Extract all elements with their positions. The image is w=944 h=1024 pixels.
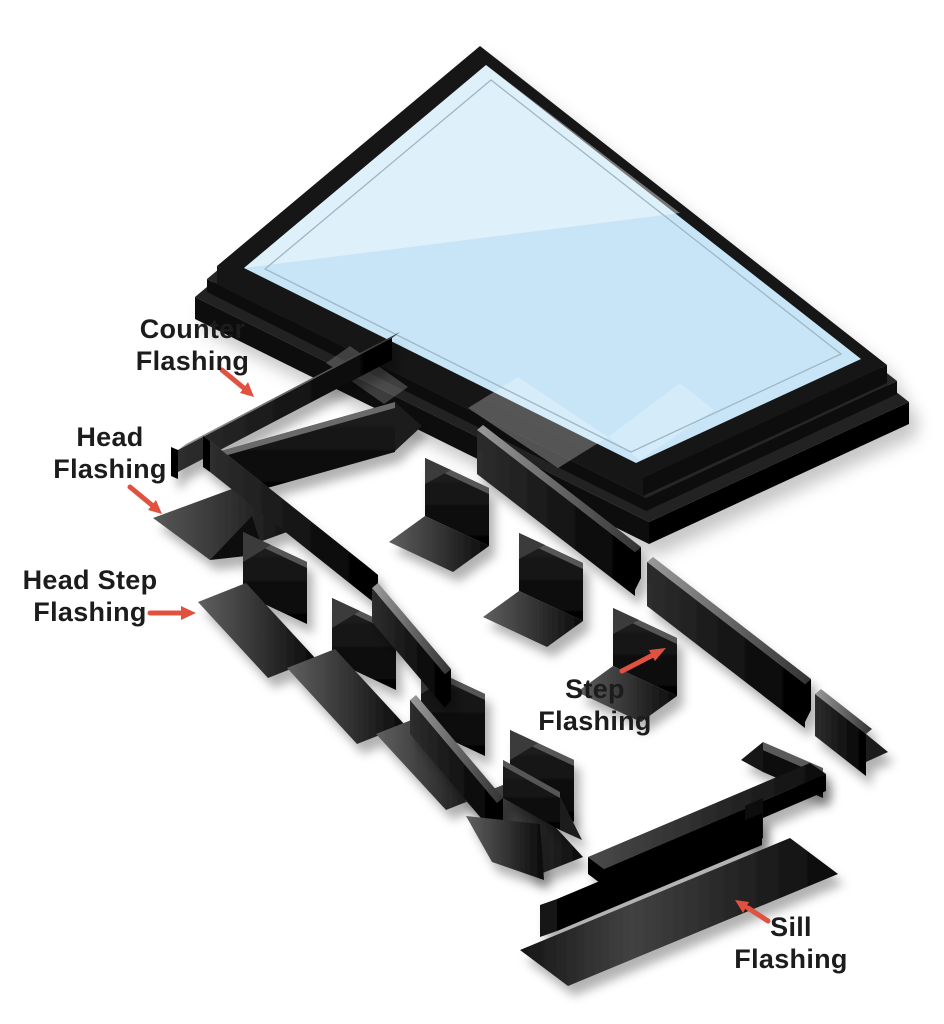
elbow-panel [466, 816, 544, 880]
step-bar-corner-fold [866, 734, 888, 762]
step-wall-fold [243, 532, 271, 562]
step-bar-end-cap [805, 679, 811, 722]
step-flashing-arrow [619, 652, 656, 674]
step-bar-top-face [647, 557, 811, 684]
label-line: Counter [139, 314, 246, 344]
step-bar-top-face [815, 689, 872, 734]
sill-flashing-arrowhead [735, 900, 749, 913]
step-bar-front-face [477, 430, 635, 596]
counter-flashing-arrowhead [240, 382, 254, 397]
head-flashing-tab-front-face [210, 441, 372, 601]
angle-bar-top-face [372, 583, 451, 674]
label-line: Flashing [538, 706, 652, 737]
step-panel [483, 591, 583, 647]
sill-flange [520, 838, 838, 986]
angle-bar-end-cap [445, 669, 451, 708]
step-flashing-arrowhead [649, 648, 666, 661]
label-arrows [127, 367, 771, 924]
sill-flashing-part [520, 813, 838, 986]
step-bar-fold [647, 562, 665, 584]
step-wall [519, 533, 583, 621]
step-wall-fold [332, 598, 360, 628]
counter-flashing-top-face [178, 332, 400, 450]
step-panel [389, 516, 489, 572]
step-wall [613, 608, 677, 696]
glass-reflection-upper [244, 65, 680, 268]
sill-end-cap [540, 899, 557, 937]
label-line: Flashing [53, 454, 167, 485]
label-line: Sill [770, 912, 812, 942]
counter-flashing-part [171, 332, 400, 479]
head-flashing-corner-fold [395, 402, 422, 451]
label-line: Head [76, 422, 144, 452]
sill-upstand-wall [557, 813, 762, 931]
step-bar-front-face [647, 562, 805, 728]
step-wall [425, 458, 489, 546]
inner-left-angle-bars [372, 583, 503, 837]
elbow-wall-top-edge [503, 760, 560, 798]
step-wall-fold [510, 730, 538, 760]
head-flashing-upstand-wall [207, 402, 395, 492]
elbow-fold [560, 796, 582, 840]
counter-flashing-end-cap [171, 447, 178, 479]
step-wall-fold [425, 458, 451, 484]
left-bottom-elbow-piece [466, 760, 582, 880]
head-flashing-wall-top-edge [207, 402, 398, 460]
head-step-flashing-panel [198, 583, 316, 678]
head-flashing-part [153, 402, 422, 601]
label-line: Flashing [734, 944, 848, 975]
label-line: Flashing [33, 597, 147, 628]
label-head-flashing: Head Flashing [25, 421, 195, 486]
skylight-frame-right-side [643, 365, 887, 496]
bottom-bar-end-cap [588, 857, 604, 886]
step-panel [577, 666, 677, 722]
step-bar-front-face [815, 694, 866, 776]
angle-bar-top-face [410, 695, 503, 803]
step-wall-fold [613, 608, 639, 634]
step-wall-fold [519, 533, 545, 559]
elbow-wall [503, 760, 560, 830]
step-bar-fold [477, 430, 495, 452]
step-panel [287, 649, 405, 744]
label-counter-flashing: Counter Flashing [105, 313, 280, 378]
right-step-flashing-column [389, 425, 888, 776]
label-step-flashing: Step Flashing [505, 673, 685, 738]
label-sill-flashing: Sill Flashing [702, 911, 880, 976]
head-step-flashing-arrowhead [181, 606, 196, 620]
skylight-base-molding-right-side [649, 402, 909, 544]
counter-flashing-arrow [219, 367, 248, 392]
glass-reflection-streak-1 [468, 377, 608, 468]
angle-bar-front-face [410, 700, 497, 837]
head-flashing-arrowhead [148, 500, 162, 514]
head-flashing-tab-top-cap [203, 436, 210, 472]
label-line: Flashing [135, 346, 250, 377]
glass-inner-pane-line [263, 79, 843, 453]
head-flashing-arrow [127, 484, 156, 509]
counter-flashing-front-face [178, 338, 392, 472]
label-line: Head Step [22, 565, 158, 595]
step-bar-end-cap [635, 547, 641, 590]
glass-reflection-streak-3 [608, 383, 714, 460]
bottom-bar-top-face [588, 763, 826, 869]
sill-flashing-arrow [745, 905, 771, 924]
step-bar-top-face [477, 425, 641, 552]
corner-fold [741, 742, 763, 772]
label-head-step-flashing: Head Step Flashing [0, 564, 180, 629]
angle-bar-front-face [372, 588, 445, 708]
skylight-curb-right-side [646, 381, 897, 511]
label-line: Step [565, 674, 625, 704]
